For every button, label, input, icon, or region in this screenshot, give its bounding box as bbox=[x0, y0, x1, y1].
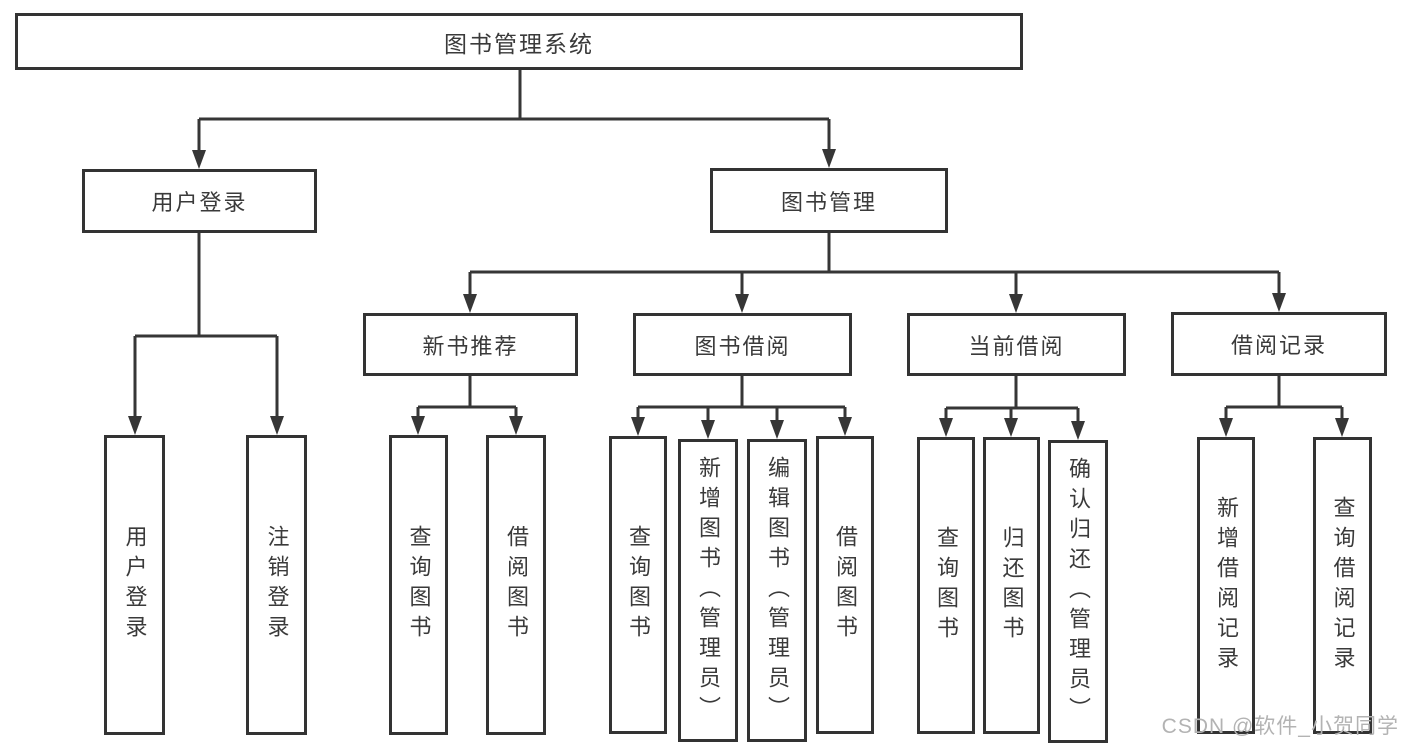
leaf-cb-query-book: 查询图书 bbox=[917, 437, 975, 734]
node-label: 查询借阅记录 bbox=[1330, 495, 1356, 676]
connector-current-borrow bbox=[939, 376, 1085, 440]
connector-book-management bbox=[463, 233, 1286, 313]
node-label: 编辑图书（管理员） bbox=[765, 455, 790, 726]
node-label: 借阅图书 bbox=[504, 525, 529, 645]
node-label: 确认归还（管理员） bbox=[1066, 456, 1091, 727]
leaf-cb-confirm-return-admin: 确认归还（管理员） bbox=[1048, 440, 1108, 743]
node-label: 借阅图书 bbox=[833, 525, 858, 645]
node-label: 图书借阅 bbox=[694, 333, 791, 359]
leaf-nb-borrow-book: 借阅图书 bbox=[486, 435, 546, 735]
connector-book-borrow bbox=[631, 376, 852, 439]
node-label: 归还图书 bbox=[999, 525, 1025, 646]
node-label: 新书推荐 bbox=[422, 333, 519, 359]
node-label: 图书管理系统 bbox=[444, 30, 594, 57]
node-book-borrow: 图书借阅 bbox=[633, 313, 852, 376]
node-label: 查询图书 bbox=[934, 525, 959, 646]
connector-new-book-recommend bbox=[411, 376, 523, 435]
node-label: 新增图书（管理员） bbox=[696, 455, 721, 726]
connector-borrow-record bbox=[1219, 376, 1349, 437]
node-label: 当前借阅 bbox=[968, 333, 1065, 359]
node-label: 查询图书 bbox=[626, 525, 651, 645]
node-label: 查询图书 bbox=[406, 525, 432, 645]
node-borrow-record: 借阅记录 bbox=[1171, 312, 1387, 376]
node-user-login: 用户登录 bbox=[82, 169, 317, 233]
node-label: 图书管理 bbox=[780, 189, 877, 215]
leaf-bb-edit-book-admin: 编辑图书（管理员） bbox=[747, 439, 807, 742]
leaf-bb-query-book: 查询图书 bbox=[609, 436, 667, 734]
node-root: 图书管理系统 bbox=[15, 13, 1023, 70]
node-new-book-recommend: 新书推荐 bbox=[363, 313, 578, 376]
connector-root bbox=[192, 69, 836, 169]
connector-user-login bbox=[128, 233, 284, 435]
leaf-user-login: 用户登录 bbox=[104, 435, 165, 735]
node-label: 新增借阅记录 bbox=[1214, 495, 1239, 676]
watermark: CSDN @软件_小贺同学 bbox=[1161, 715, 1399, 738]
node-label: 借阅记录 bbox=[1230, 333, 1327, 358]
leaf-nb-query-book: 查询图书 bbox=[389, 435, 448, 735]
leaf-logout: 注销登录 bbox=[246, 435, 307, 735]
leaf-br-query-record: 查询借阅记录 bbox=[1313, 437, 1372, 734]
leaf-bb-add-book-admin: 新增图书（管理员） bbox=[678, 439, 738, 742]
node-label: 用户登录 bbox=[122, 525, 148, 645]
leaf-cb-return-book: 归还图书 bbox=[983, 437, 1040, 734]
node-label: 用户登录 bbox=[151, 190, 248, 215]
node-current-borrow: 当前借阅 bbox=[907, 313, 1126, 376]
node-label: 注销登录 bbox=[264, 525, 290, 645]
node-book-management: 图书管理 bbox=[710, 168, 948, 233]
leaf-br-add-record: 新增借阅记录 bbox=[1197, 437, 1255, 734]
leaf-bb-borrow-book: 借阅图书 bbox=[816, 436, 874, 734]
